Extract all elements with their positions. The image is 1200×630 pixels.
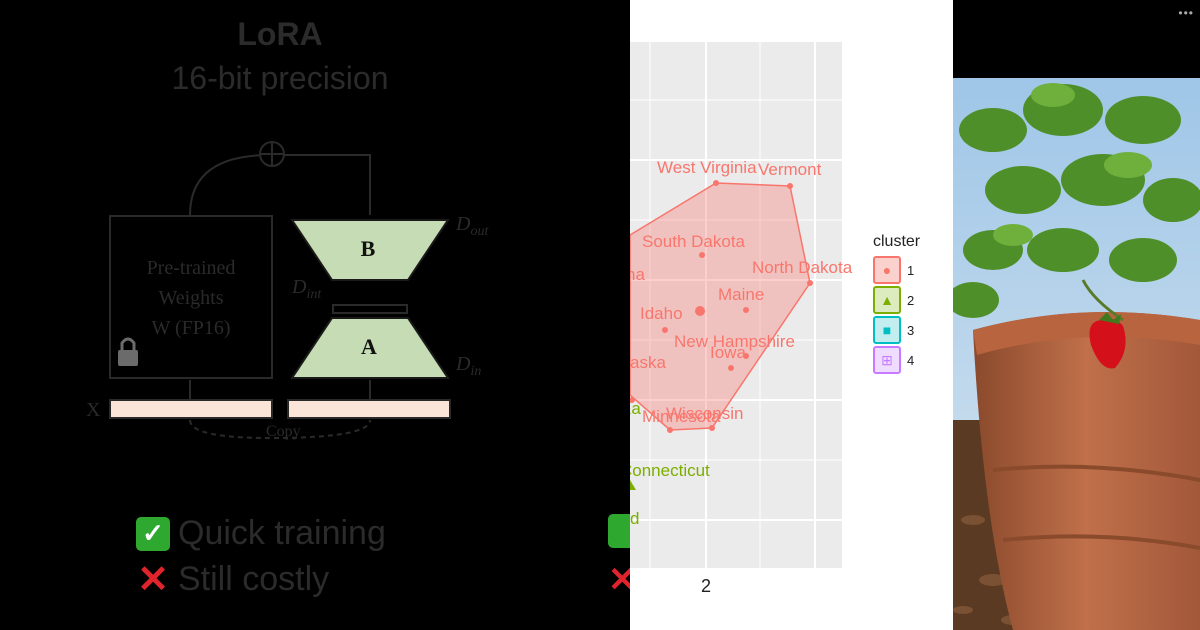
circle-icon: ●	[873, 256, 901, 284]
input-bar-right	[287, 399, 451, 419]
cluster-1-hull	[630, 182, 811, 431]
label-idaho: Idaho	[640, 304, 683, 323]
matrix-b-label: B	[361, 236, 376, 261]
label-north-dakota: North Dakota	[752, 258, 853, 277]
matrix-a-label: A	[361, 334, 377, 359]
cluster-plot-panel: West Virginia Vermont South Dakota North…	[630, 0, 953, 630]
plot-background	[630, 42, 842, 568]
d-out-label: Dout	[455, 213, 489, 239]
legend-item-3: ■ 3	[873, 316, 914, 344]
matrix-a	[290, 317, 450, 379]
label-new-hampshire: New Hampshire	[674, 332, 795, 351]
x-tick-2: 2	[701, 576, 711, 596]
strawberry-photo-panel: •••	[953, 0, 1200, 630]
quick-training-line: ✓ Quick training	[136, 514, 386, 553]
quick-training-text: Quick training	[178, 514, 386, 552]
label-edge-bottom: d	[630, 509, 639, 528]
label-west-virginia: West Virginia	[657, 158, 757, 177]
legend-label-2: 2	[907, 292, 915, 308]
legend-item-1: ● 1	[873, 256, 914, 284]
lock-icon	[118, 337, 138, 366]
pretrained-label-2: Weights	[158, 287, 223, 309]
lora-title: LoRA	[237, 16, 323, 52]
lora-subtitle: 16-bit precision	[171, 60, 389, 96]
lora-diagram: Pre-trained Weights W (FP16) B A Dout Di…	[86, 141, 489, 440]
label-connecticut: Connecticut	[630, 461, 710, 480]
check-mark-icon: ✓	[136, 516, 170, 551]
matrix-b	[290, 219, 450, 281]
pretrained-label-3: W (FP16)	[151, 317, 230, 339]
legend-label-3: 3	[907, 322, 915, 338]
d-in-label: Din	[455, 353, 481, 379]
square-icon: ■	[873, 316, 901, 344]
still-costly-line: ✕ Still costly	[136, 559, 330, 601]
x-label: X	[86, 399, 101, 421]
legend-item-4: ⊞ 4	[873, 346, 914, 374]
d-int-label: Dint	[291, 276, 322, 302]
copy-label: Copy	[266, 423, 301, 440]
legend-label-4: 4	[907, 352, 915, 368]
copy-arc	[189, 419, 371, 440]
legend-item-2: ▲ 2	[873, 286, 914, 314]
lora-panel: LoRA 16-bit precision Pre-trained Weight…	[86, 16, 630, 601]
label-minnesota: Minnesota	[642, 407, 721, 426]
partial-check-icon	[608, 514, 630, 548]
input-bar-left	[109, 399, 273, 419]
more-icon[interactable]: •••	[1178, 6, 1194, 20]
triangle-icon: ▲	[873, 286, 901, 314]
label-south-dakota: South Dakota	[642, 232, 746, 251]
legend-label-1: 1	[907, 262, 915, 278]
label-edge-left: Xa	[630, 399, 641, 418]
pretrained-label-1: Pre-trained	[147, 257, 236, 279]
cross-mark-icon: ✕	[137, 559, 169, 601]
partial-cross-icon: ✕	[608, 561, 630, 594]
label-maine: Maine	[718, 285, 764, 304]
cluster-plot: West Virginia Vermont South Dakota North…	[630, 42, 853, 596]
strawberry	[1089, 318, 1126, 369]
label-vermont: Vermont	[758, 160, 822, 179]
strawberry-plant-photo	[953, 78, 1200, 630]
still-costly-text: Still costly	[178, 560, 330, 598]
label-iowa: Iowa	[710, 343, 746, 362]
label-na: na	[630, 265, 645, 284]
cross-square-icon: ⊞	[873, 346, 901, 374]
label-wisconsin: Wisconsin	[666, 404, 743, 423]
label-aska: aska	[630, 353, 666, 372]
legend-title: cluster	[873, 233, 921, 250]
